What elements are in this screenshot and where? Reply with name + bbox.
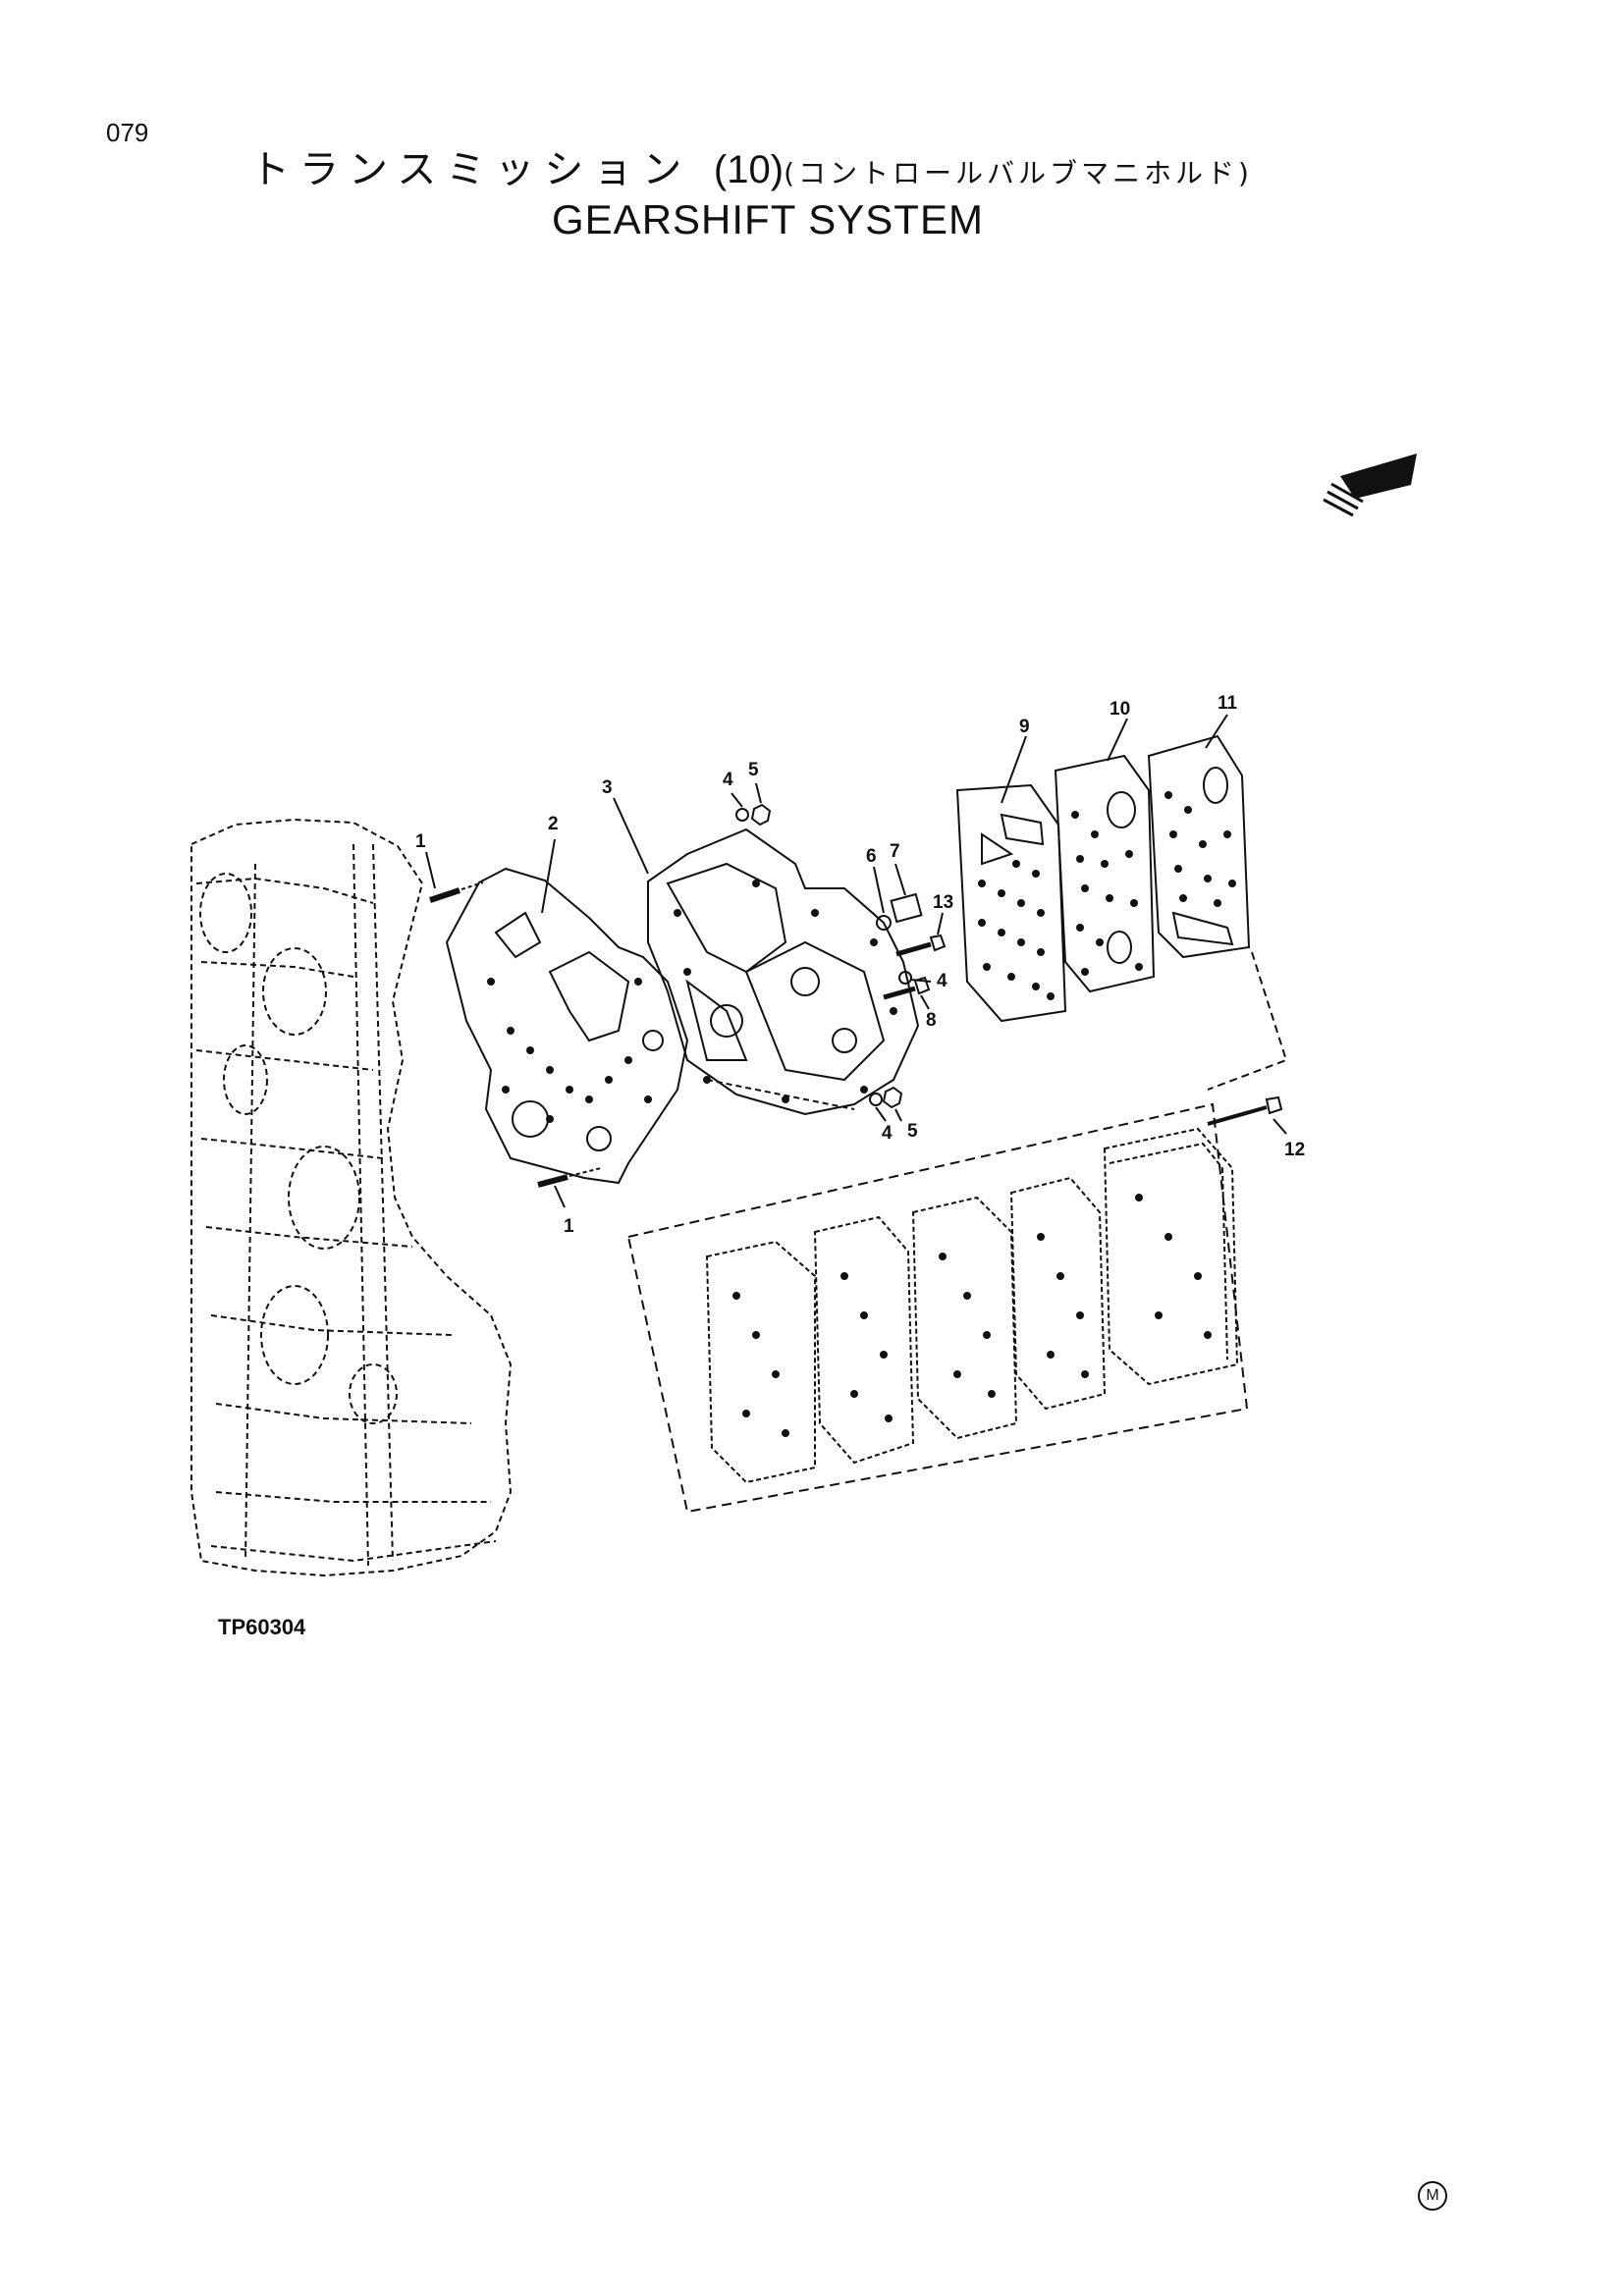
callout-8: 8	[926, 1010, 937, 1031]
gasket-plate-part-2	[445, 838, 689, 1185]
bolt-part-8	[883, 976, 931, 1010]
transmission-housing	[190, 818, 513, 1577]
assembly-link-dashed	[1207, 951, 1288, 1091]
valve-body-stack-holes	[732, 1194, 1212, 1437]
callout-labels: 1 2 3 4 5 6 7 13 4 8 4 5 1 9 10 11 12	[415, 693, 1305, 1237]
title-number: (10)	[713, 148, 785, 191]
title-japanese-subtitle: (コントロールバルブマニホルド)	[784, 157, 1253, 189]
callout-12: 12	[1284, 1140, 1305, 1160]
callout-6: 6	[866, 846, 877, 867]
valve-body-stack	[705, 1127, 1239, 1484]
callout-7: 7	[890, 841, 900, 862]
plate-part-11	[1147, 714, 1251, 959]
long-bolt-part-12	[1207, 1095, 1287, 1135]
stud-part-1-upper	[425, 851, 484, 903]
callout-10: 10	[1110, 699, 1130, 720]
callout-5-bottom: 5	[907, 1121, 918, 1142]
callout-5-top: 5	[748, 760, 759, 780]
title-english: GEARSHIFT SYSTEM	[552, 196, 984, 242]
plug-oring-part-6-7	[873, 863, 923, 931]
title-japanese-main: トランスミッション	[250, 147, 692, 192]
callout-1-lower: 1	[564, 1216, 574, 1237]
callout-9: 9	[1019, 717, 1030, 737]
page-number: 079	[106, 118, 149, 147]
corner-mark-letter: M	[1426, 2187, 1439, 2204]
title-japanese: トランスミッション (10)(コントロールバルブマニホルド)	[250, 137, 1253, 194]
stud-part-1-lower	[537, 1167, 602, 1208]
valve-body-stack-frame	[626, 1102, 1249, 1514]
callout-3: 3	[602, 777, 613, 798]
callout-1-upper: 1	[415, 831, 426, 852]
direction-arrow-icon	[1323, 454, 1417, 517]
callout-4-top: 4	[723, 770, 733, 790]
circled-m-icon: M	[1418, 2181, 1447, 2211]
control-valve-manifold-part-3	[613, 797, 920, 1116]
bolt-part-13	[895, 912, 947, 957]
washer-nut-4-5-lower	[869, 1086, 903, 1122]
callout-4-bottom: 4	[882, 1123, 893, 1144]
washer-nut-4-5-upper	[731, 782, 772, 827]
figure-code: TP60304	[218, 1615, 306, 1639]
plate-part-9	[955, 735, 1067, 1023]
callout-13: 13	[933, 892, 953, 913]
callout-2: 2	[548, 814, 559, 834]
callout-11: 11	[1218, 693, 1238, 714]
callout-4-middle: 4	[937, 971, 947, 991]
plate-part-10	[1054, 718, 1156, 993]
